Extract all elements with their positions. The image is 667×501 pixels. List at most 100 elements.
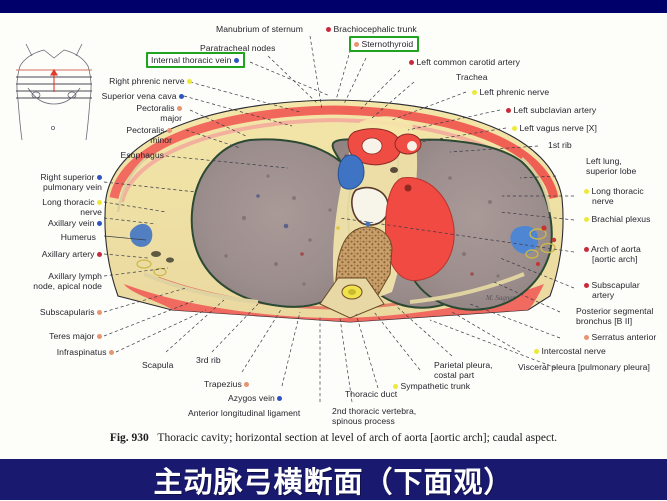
label-teres-major[interactable]: Teres major bbox=[14, 331, 102, 342]
label-trachea[interactable]: Trachea bbox=[456, 72, 488, 83]
label-text: Sternothyroid bbox=[361, 39, 414, 49]
nerve-dot-icon bbox=[187, 78, 192, 84]
label-left-phrenic-nerve[interactable]: Left phrenic nerve bbox=[472, 87, 550, 98]
label-subscapular-artery[interactable]: Subscapular artery bbox=[584, 280, 640, 300]
label-trapezius[interactable]: Trapezius bbox=[204, 379, 250, 390]
top-banner-strip bbox=[0, 0, 667, 13]
label-text: Left vagus nerve [X] bbox=[519, 123, 597, 133]
label-text-line2: pulmonary vein bbox=[43, 181, 102, 192]
orientation-torso-figure bbox=[6, 36, 102, 144]
label-text: Trapezius bbox=[204, 379, 242, 389]
label-posterior-segmental-bronchus[interactable]: Posterior segmental bronchus [B II] bbox=[576, 306, 654, 326]
label-text: Manubrium of sternum bbox=[216, 24, 303, 34]
label-infraspinatus[interactable]: Infraspinatus bbox=[28, 347, 114, 358]
label-internal-thoracic-vein[interactable]: Internal thoracic vein bbox=[146, 52, 245, 68]
label-text: Axillary artery bbox=[41, 249, 95, 259]
muscle-dot-icon bbox=[584, 334, 589, 340]
label-text: 3rd rib bbox=[196, 355, 221, 365]
label-1st-rib[interactable]: 1st rib bbox=[548, 140, 572, 151]
label-left-lung-superior-lobe[interactable]: Left lung, superior lobe bbox=[586, 156, 637, 176]
label-text: Pectoralis bbox=[126, 125, 165, 135]
label-text-line2: spinous process bbox=[332, 415, 395, 426]
label-parietal-pleura-costal-part[interactable]: Parietal pleura, costal part bbox=[434, 360, 493, 380]
label-text: Left common carotid artery bbox=[416, 57, 520, 67]
label-brachiocephalic-trunk[interactable]: Brachiocephalic trunk bbox=[326, 24, 417, 35]
label-text: 2nd thoracic vertebra, bbox=[332, 406, 417, 416]
label-text: Right superior bbox=[40, 172, 95, 182]
highlight-box-internal-thoracic-vein: Internal thoracic vein bbox=[146, 52, 245, 68]
nerve-dot-icon bbox=[512, 125, 517, 131]
label-text-line2: nerve bbox=[592, 195, 614, 206]
label-axillary-lymph-node[interactable]: Axillary lymph node, apical node bbox=[4, 271, 102, 291]
artery-dot-icon bbox=[584, 246, 589, 252]
label-superior-vena-cava[interactable]: Superior vena cava bbox=[56, 91, 184, 102]
artery-dot-icon bbox=[409, 59, 414, 65]
label-humerus[interactable]: Humerus bbox=[20, 232, 96, 243]
label-visceral-pleura[interactable]: Visceral pleura [pulmonary pleura] bbox=[518, 362, 650, 373]
label-azygos-vein[interactable]: Azygos vein bbox=[228, 393, 283, 404]
label-text: Right phrenic nerve bbox=[109, 76, 185, 86]
label-left-subclavian-artery[interactable]: Left subclavian artery bbox=[506, 105, 596, 116]
label-3rd-rib[interactable]: 3rd rib bbox=[196, 355, 221, 366]
label-text: Posterior segmental bbox=[576, 306, 654, 316]
label-text-line2: [aortic arch] bbox=[592, 253, 638, 264]
label-axillary-artery[interactable]: Axillary artery bbox=[8, 249, 102, 260]
label-text: Esophagus bbox=[120, 150, 164, 160]
label-long-thoracic-nerve-left[interactable]: Long thoracic nerve bbox=[12, 197, 102, 217]
label-brachial-plexus[interactable]: Brachial plexus bbox=[584, 214, 651, 225]
artery-dot-icon bbox=[506, 107, 511, 113]
artist-signature: M. Sagner bbox=[485, 294, 515, 302]
label-text-line2: costal part bbox=[434, 369, 475, 380]
label-thoracic-duct[interactable]: Thoracic duct bbox=[345, 389, 397, 400]
label-text: Internal thoracic vein bbox=[151, 55, 232, 65]
label-text: Azygos vein bbox=[228, 393, 275, 403]
label-subscapularis[interactable]: Subscapularis bbox=[10, 307, 102, 318]
figure-number: Fig. 930 bbox=[109, 432, 149, 444]
label-text: Long thoracic bbox=[42, 197, 95, 207]
label-text: Infraspinatus bbox=[56, 347, 107, 357]
label-text: Paratracheal nodes bbox=[200, 43, 276, 53]
vein-dot-icon bbox=[233, 57, 239, 63]
muscle-dot-icon bbox=[177, 105, 182, 111]
label-text: Left phrenic nerve bbox=[479, 87, 550, 97]
label-manubrium-of-sternum[interactable]: Manubrium of sternum bbox=[216, 24, 303, 35]
label-text-line2: artery bbox=[592, 289, 615, 300]
label-arch-of-aorta[interactable]: Arch of aorta [aortic arch] bbox=[584, 244, 641, 264]
label-pectoralis-minor[interactable]: Pectoralis minor bbox=[62, 125, 172, 145]
label-scapula[interactable]: Scapula bbox=[142, 360, 173, 371]
label-left-vagus-nerve[interactable]: Left vagus nerve [X] bbox=[512, 123, 597, 134]
label-serratus-anterior[interactable]: Serratus anterior bbox=[584, 332, 656, 343]
artery-dot-icon bbox=[584, 282, 589, 288]
label-text-line2: superior lobe bbox=[586, 165, 637, 176]
label-long-thoracic-nerve-right[interactable]: Long thoracic nerve bbox=[584, 186, 644, 206]
label-text: Trachea bbox=[456, 72, 488, 82]
bottom-title-banner: 主动脉弓横断面（下面观） bbox=[0, 459, 667, 500]
label-text: Humerus bbox=[60, 232, 96, 242]
label-text-line2: nerve bbox=[80, 206, 102, 217]
label-intercostal-nerve[interactable]: Intercostal nerve bbox=[534, 346, 606, 357]
label-left-common-carotid-artery[interactable]: Left common carotid artery bbox=[409, 57, 520, 68]
label-axillary-vein[interactable]: Axillary vein bbox=[18, 218, 102, 229]
label-esophagus[interactable]: Esophagus bbox=[60, 150, 164, 161]
nerve-dot-icon bbox=[584, 188, 589, 194]
label-sympathetic-trunk[interactable]: Sympathetic trunk bbox=[393, 381, 471, 392]
label-text: Left lung, bbox=[586, 156, 622, 166]
label-anterior-longitudinal-ligament[interactable]: Anterior longitudinal ligament bbox=[188, 408, 300, 419]
nerve-dot-icon bbox=[534, 348, 539, 354]
nerve-dot-icon bbox=[393, 383, 398, 389]
label-right-superior-pulmonary-vein[interactable]: Right superior pulmonary vein bbox=[8, 172, 102, 192]
label-text: Axillary vein bbox=[48, 218, 95, 228]
label-text: Axillary lymph bbox=[48, 271, 102, 281]
label-2nd-thoracic-vertebra[interactable]: 2nd thoracic vertebra, spinous process bbox=[332, 406, 417, 426]
label-sternothyroid[interactable]: Sternothyroid bbox=[349, 36, 420, 52]
label-text: Brachial plexus bbox=[591, 214, 651, 224]
label-paratracheal-nodes[interactable]: Paratracheal nodes bbox=[200, 43, 276, 54]
highlight-box-sternothyroid: Sternothyroid bbox=[349, 36, 420, 52]
chinese-title: 主动脉弓横断面（下面观） bbox=[153, 464, 514, 499]
label-text: Sympathetic trunk bbox=[400, 381, 471, 391]
muscle-dot-icon bbox=[244, 381, 250, 387]
label-right-phrenic-nerve[interactable]: Right phrenic nerve bbox=[56, 76, 192, 87]
label-text: Superior vena cava bbox=[101, 91, 177, 101]
label-pectoralis-major[interactable]: Pectoralis major bbox=[70, 103, 182, 123]
